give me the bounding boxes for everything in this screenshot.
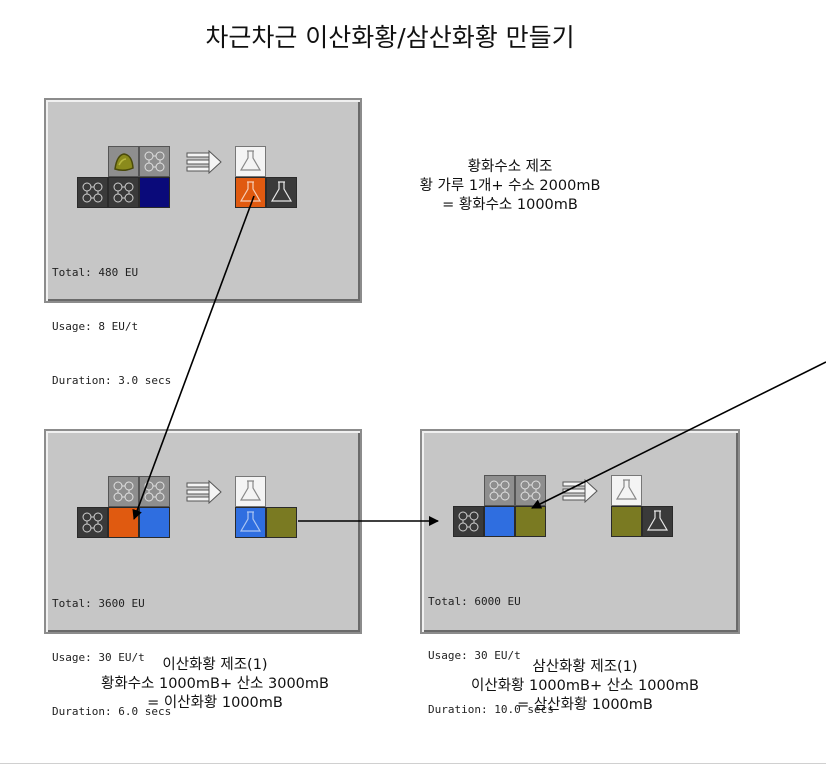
flask-icon	[646, 510, 669, 531]
output-slot-empty-cell[interactable]	[642, 506, 673, 537]
caption-formula: 황 가루 1개+ 수소 2000mB	[419, 178, 601, 194]
input-slot-circuit[interactable]	[139, 146, 170, 177]
caption-formula: 황화수소 1000mB+ 산소 3000mB	[101, 676, 329, 692]
caption-title: 이산화황 제조(1)	[162, 657, 268, 673]
gear-grid-icon	[82, 512, 103, 533]
flask-icon	[239, 150, 262, 171]
stat-total: Total: 480 EU	[52, 266, 139, 279]
flask-icon	[615, 479, 638, 500]
output-slot-empty-cell[interactable]	[266, 177, 297, 208]
output-fluid-slot-hydrogen-sulfide[interactable]	[235, 177, 266, 208]
input-slot-circuit[interactable]	[77, 507, 108, 538]
page-title: 차근차근 이산화황/삼산화황 만들기	[205, 23, 575, 52]
connector-offscreen-to-trioxide	[531, 361, 826, 509]
gear-grid-icon	[113, 182, 134, 203]
output-slot-flask[interactable]	[611, 475, 642, 506]
recipe-panel-sulfur-trioxide: Total: 6000 EU Usage: 30 EU/t Duration: …	[420, 429, 740, 716]
gear-grid-icon	[113, 481, 134, 502]
input-fluid-slot-oxygen[interactable]	[139, 507, 170, 538]
stat-duration: Duration: 10.0 secs	[428, 703, 554, 716]
stat-usage: Usage: 30 EU/t	[428, 649, 521, 662]
stat-duration: Duration: 3.0 secs	[52, 374, 172, 387]
stat-usage: Usage: 8 EU/t	[52, 320, 139, 333]
recipe-panel-sulfur-dioxide: Total: 3600 EU Usage: 30 EU/t Duration: …	[44, 429, 362, 718]
caption-hydrogen-sulfide: 황화수소 제조 황 가루 1개+ 수소 2000mB = 황화수소 1000mB	[380, 158, 640, 215]
caption-formula: 이산화황 1000mB+ 산소 1000mB	[471, 678, 699, 694]
flask-icon	[270, 181, 293, 202]
output-fluid-slot-sulfur-trioxide[interactable]	[611, 506, 642, 537]
triple-arrow-icon	[186, 150, 222, 174]
gear-grid-icon	[144, 151, 165, 172]
flask-icon	[239, 511, 262, 532]
flask-icon	[239, 181, 262, 202]
output-fluid-slot-sulfur-dioxide[interactable]	[266, 507, 297, 538]
input-slot-circuit[interactable]	[77, 177, 108, 208]
input-fluid-slot-sulfur-dioxide[interactable]	[515, 506, 546, 537]
input-fluid-slot-oxygen[interactable]	[484, 506, 515, 537]
flask-icon	[239, 480, 262, 501]
caption-title: 삼산화황 제조(1)	[532, 659, 638, 675]
gear-grid-icon	[144, 481, 165, 502]
triple-arrow-icon	[186, 480, 222, 504]
input-slot-circuit[interactable]	[453, 506, 484, 537]
divider	[0, 763, 826, 764]
output-slot-oxygen-cell[interactable]	[235, 507, 266, 538]
input-slot-circuit[interactable]	[484, 475, 515, 506]
output-slot-flask[interactable]	[235, 146, 266, 177]
recipe-panel-hydrogen-sulfide: Total: 480 EU Usage: 8 EU/t Duration: 3.…	[44, 98, 362, 387]
stat-total: Total: 6000 EU	[428, 595, 521, 608]
sulfur-dust-icon	[114, 153, 134, 172]
output-slot-flask[interactable]	[235, 476, 266, 507]
caption-result: = 이산화황 1000mB	[147, 695, 283, 711]
input-slot-sulfur-dust[interactable]	[108, 146, 139, 177]
gear-grid-icon	[458, 511, 479, 532]
stat-duration: Duration: 6.0 secs	[52, 705, 172, 718]
gear-grid-icon	[489, 480, 510, 501]
stat-total: Total: 3600 EU	[52, 597, 145, 610]
connector-hydrogen-sulfide-to-dioxide	[132, 195, 255, 520]
caption-sulfur-trioxide: 삼산화황 제조(1) 이산화황 1000mB+ 산소 1000mB = 삼산화황…	[430, 658, 740, 715]
gear-grid-icon	[82, 182, 103, 203]
input-slot-circuit[interactable]	[108, 476, 139, 507]
recipe-stats: Total: 3600 EU Usage: 30 EU/t Duration: …	[52, 559, 171, 757]
caption-sulfur-dioxide: 이산화황 제조(1) 황화수소 1000mB+ 산소 3000mB = 이산화황…	[60, 656, 370, 713]
input-fluid-slot-hydrogen[interactable]	[139, 177, 170, 208]
caption-result: = 황화수소 1000mB	[442, 197, 578, 213]
stat-usage: Usage: 30 EU/t	[52, 651, 145, 664]
input-slot-circuit[interactable]	[108, 177, 139, 208]
caption-result: = 삼산화황 1000mB	[517, 697, 653, 713]
caption-title: 황화수소 제조	[467, 159, 553, 175]
recipe-stats: Total: 6000 EU Usage: 30 EU/t Duration: …	[428, 557, 554, 755]
recipe-stats: Total: 480 EU Usage: 8 EU/t Duration: 3.…	[52, 228, 171, 426]
triple-arrow-icon	[562, 479, 598, 503]
